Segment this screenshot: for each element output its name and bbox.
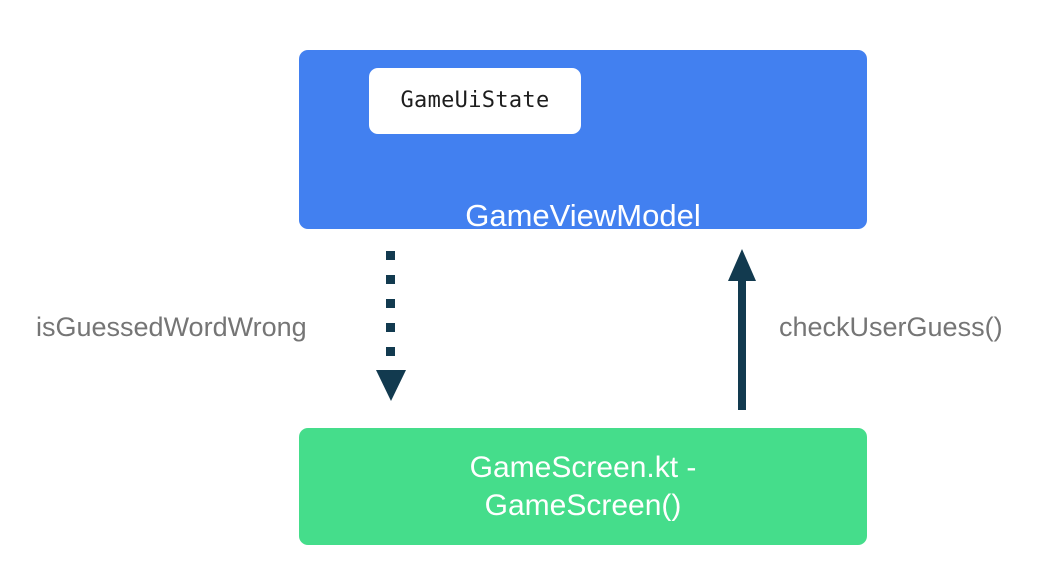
game-view-model-label: GameViewModel bbox=[465, 198, 701, 233]
game-ui-state-chip-label: GameUiState bbox=[400, 88, 550, 113]
game-screen-label: GameScreen.kt - GameScreen() bbox=[299, 449, 867, 525]
event-flow-label: checkUserGuess() bbox=[779, 312, 1003, 342]
node-game-view-model[interactable]: GameUiState GameViewModel bbox=[299, 50, 867, 233]
game-ui-state-chip[interactable]: GameUiState bbox=[369, 68, 581, 134]
state-flow-arrow-dotted-down bbox=[376, 251, 406, 401]
game-screen-label-line2: GameScreen() bbox=[484, 488, 682, 522]
state-flow-label: isGuessedWordWrong bbox=[36, 312, 307, 342]
node-game-screen[interactable]: GameScreen.kt - GameScreen() bbox=[299, 428, 867, 545]
event-flow-arrow-solid-up bbox=[728, 249, 756, 410]
game-screen-label-line1: GameScreen.kt - bbox=[469, 450, 697, 484]
